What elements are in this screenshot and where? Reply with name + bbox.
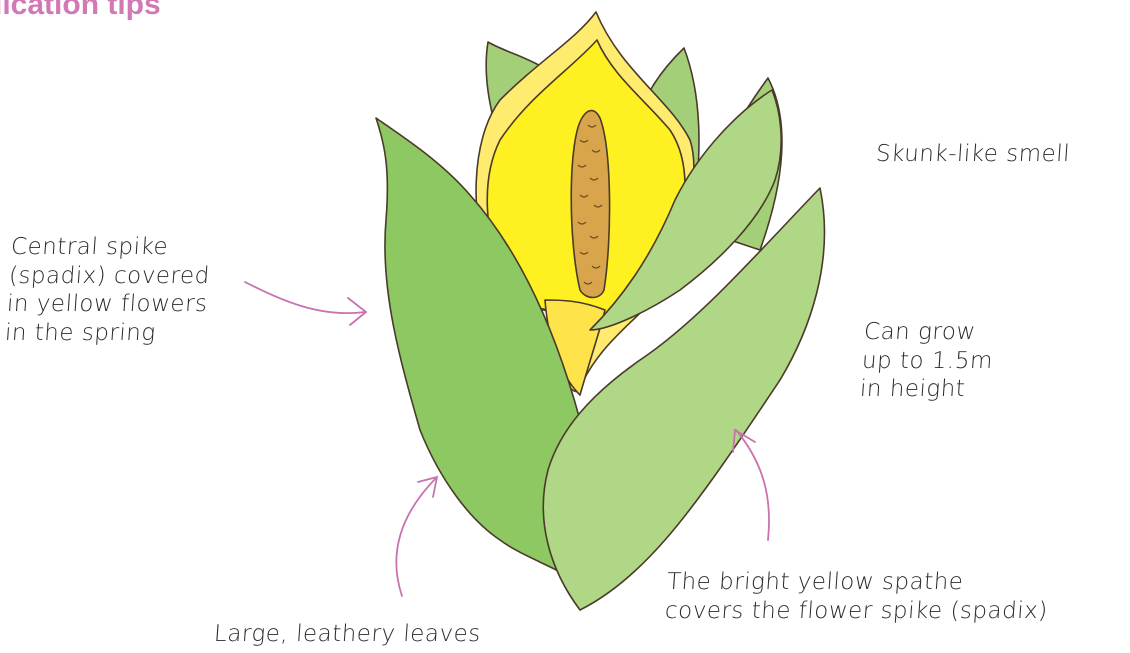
arrow-spadix [245, 282, 365, 313]
label-spathe: The bright yellow spathe covers the flow… [664, 568, 1051, 625]
label-spadix: Central spike (spadix) covered in yellow… [4, 233, 213, 347]
label-smell: Skunk-like smell [875, 140, 1071, 169]
label-leaves: Large, leathery leaves [213, 620, 482, 649]
arrow-spathe [736, 430, 769, 540]
arrow-leaves [396, 478, 436, 596]
spadix [571, 111, 609, 298]
label-height: Can grow up to 1.5m in height [859, 318, 996, 404]
